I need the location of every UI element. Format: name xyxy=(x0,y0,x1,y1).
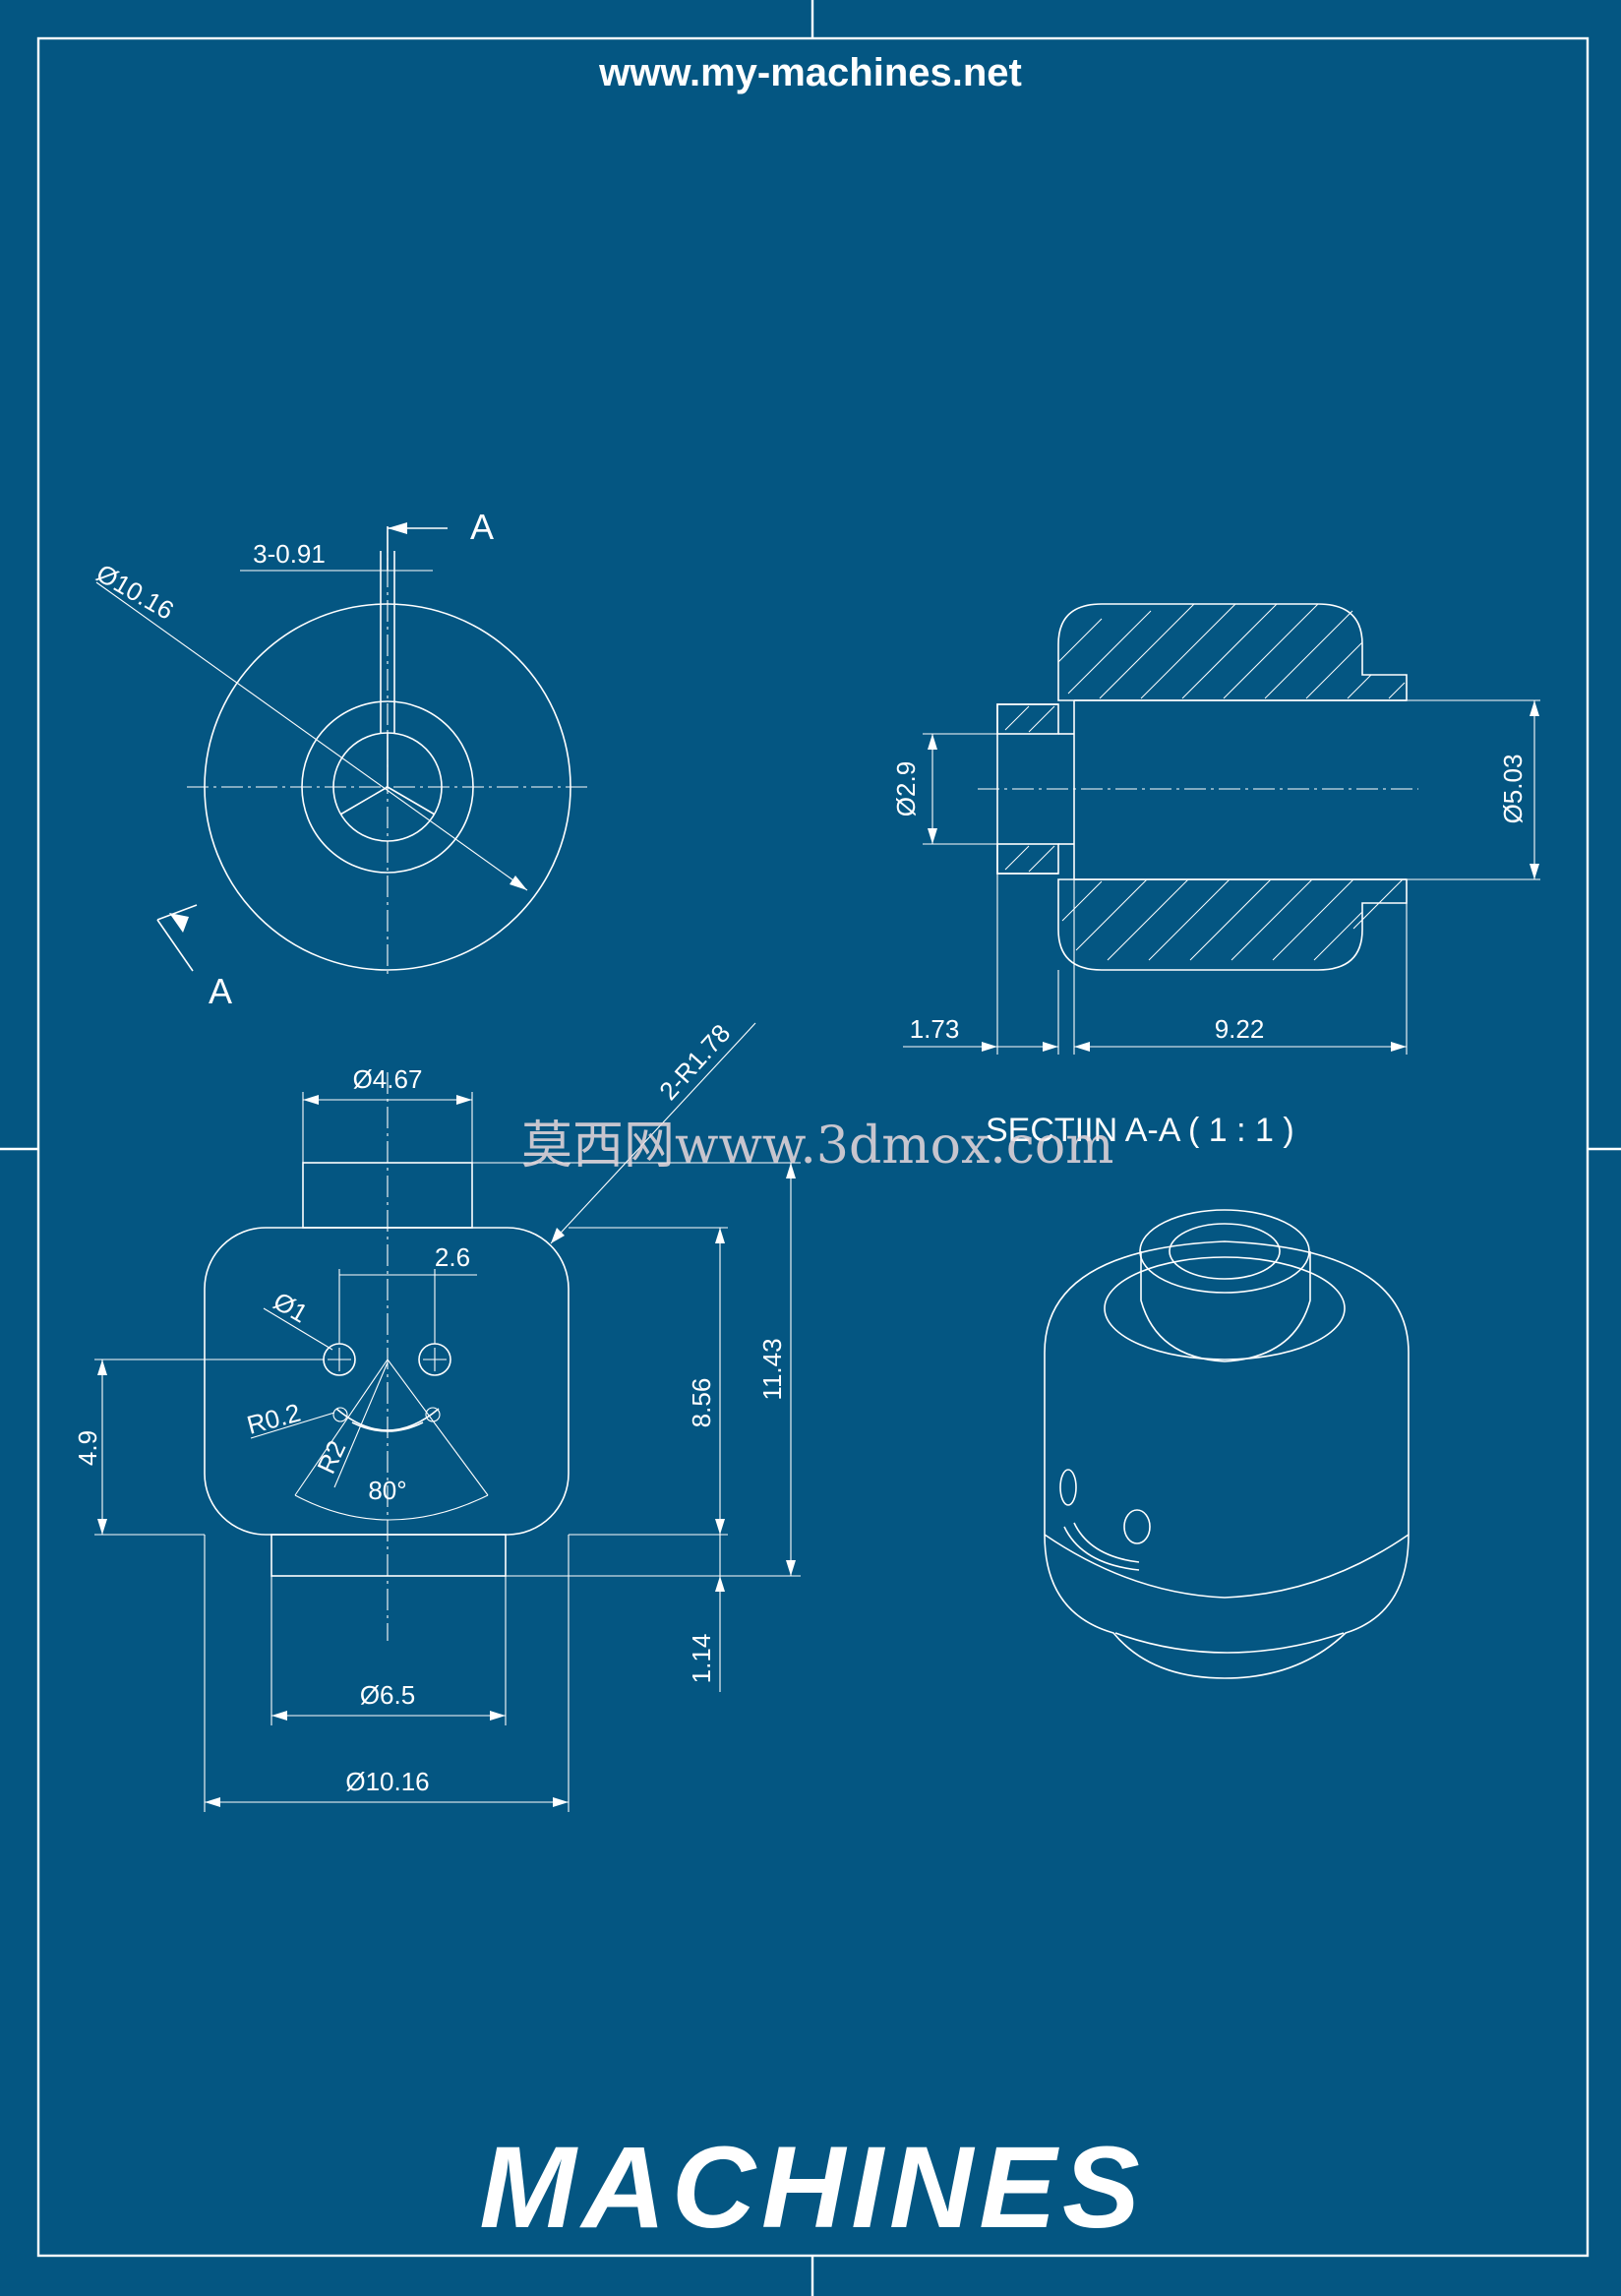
dim-hole-diameter: Ø1 xyxy=(269,1286,313,1328)
dim-bottom-boss-diameter: Ø6.5 xyxy=(360,1680,415,1710)
dim-small-bore: Ø2.9 xyxy=(891,761,921,816)
dim-top-outer-diameter: Ø10.16 xyxy=(91,558,179,626)
dim-flange-length: 1.73 xyxy=(910,1014,960,1044)
section-view: Ø2.9 Ø5.03 1.73 9.22 xyxy=(891,603,1540,1055)
dim-total-height: 11.43 xyxy=(757,1338,787,1400)
isometric-view xyxy=(1044,1209,1410,1679)
dim-hole-spacing: 2.6 xyxy=(435,1242,470,1272)
section-marker-bottom: A xyxy=(209,971,232,1011)
dim-body-diameter: Ø10.16 xyxy=(345,1767,429,1796)
dim-slot-radius: R2 xyxy=(311,1436,351,1479)
dim-corner-radius: 2-R1.78 xyxy=(653,1018,736,1106)
dim-bottom-step: 1.14 xyxy=(687,1634,716,1684)
dim-body-length: 9.22 xyxy=(1215,1014,1265,1044)
dim-slot-small-radius: R0.2 xyxy=(244,1398,304,1440)
top-view: 3-0.91 A A Ø10.16 xyxy=(91,507,590,1011)
hatching-top xyxy=(1057,603,1406,699)
website-header: www.my-machines.net xyxy=(598,51,1022,94)
dim-slot-width: 3-0.91 xyxy=(253,539,326,569)
dim-top-boss-diameter: Ø4.67 xyxy=(353,1064,423,1094)
section-marker-top: A xyxy=(470,507,494,547)
dim-large-bore: Ø5.03 xyxy=(1498,755,1528,824)
brand-logo: MACHINES xyxy=(479,2123,1145,2253)
hatching-bottom xyxy=(1061,878,1404,961)
dim-body-height: 8.56 xyxy=(687,1378,716,1428)
section-caption: SECTIIN A-A ( 1 : 1 ) xyxy=(986,1112,1294,1149)
brand-logo-text: MACHINES xyxy=(479,2123,1145,2253)
dim-slot-angle: 80° xyxy=(368,1476,406,1505)
watermark-text: 莫西网www.3dmox.com xyxy=(521,1117,1113,1176)
dim-hole-height: 4.9 xyxy=(73,1430,102,1466)
